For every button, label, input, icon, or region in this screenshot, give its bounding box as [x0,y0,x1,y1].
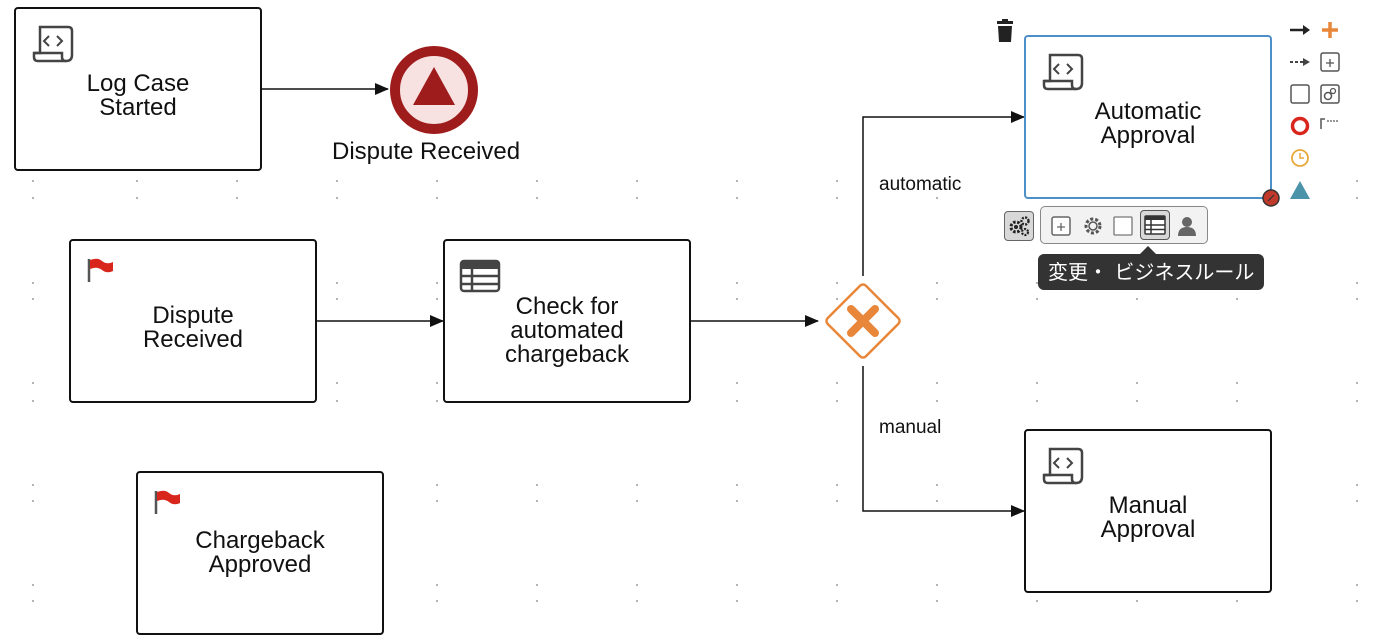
script-icon [1042,53,1086,96]
task-icon [1113,216,1133,236]
script-icon [32,25,76,68]
flag-icon [85,257,115,288]
context-toolbar [1004,206,1214,246]
flow-gateway-to-manual[interactable] [862,366,1025,517]
business-rule-icon [1144,215,1166,235]
toolbar-tooltip: 変更・ ビジネスルール [1038,246,1265,290]
signal-event-icon [390,46,478,134]
timer-event-icon[interactable] [1288,146,1312,170]
delete-icon[interactable] [992,18,1018,44]
resize-handle[interactable] [1262,189,1280,207]
signal-event-palette-icon[interactable] [1288,178,1312,202]
arrow-right-icon[interactable] [1288,18,1312,42]
morph-task-button[interactable] [1108,211,1138,241]
service-task-icon[interactable] [1318,82,1342,106]
event-label: Dispute Received [332,138,521,165]
task-shape-icon[interactable] [1288,82,1312,106]
plus-icon[interactable] [1318,18,1342,42]
event-dispute-received[interactable] [389,45,479,135]
subprocess-icon[interactable] [1318,50,1342,74]
subprocess-icon [1051,216,1071,236]
morph-subprocess-button[interactable] [1046,211,1076,241]
end-event-icon[interactable] [1288,114,1312,138]
gear-icon [1084,217,1102,235]
sequence-flows [262,83,1025,517]
exclusive-gateway-icon [825,283,901,359]
morph-user-task-button[interactable] [1172,211,1202,241]
gateway-exclusive[interactable] [818,276,908,366]
dashed-arrow-icon[interactable] [1288,50,1312,74]
flag-icon [152,489,182,520]
user-icon [1178,217,1196,236]
task-type-gears-button[interactable] [1004,211,1034,241]
script-icon [1042,447,1086,490]
edge-label-automatic: automatic [879,174,962,195]
morph-business-rule-button[interactable] [1140,210,1170,240]
business-rule-icon [459,259,501,298]
edge-label-manual: manual [879,417,942,438]
morph-service-task-button[interactable] [1078,211,1108,241]
gears-icon [1009,216,1030,237]
annotation-icon[interactable] [1318,112,1342,136]
flow-gateway-to-automatic[interactable] [862,111,1025,276]
